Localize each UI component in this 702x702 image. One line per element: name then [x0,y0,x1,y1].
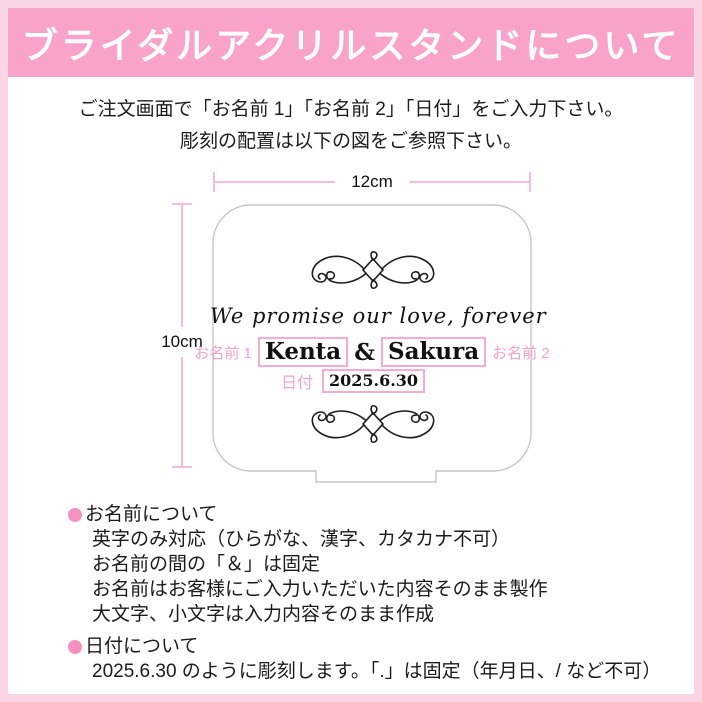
width-dimension-tick-right [529,172,531,192]
intro-line-1: ご注文画面で「お名前 1」「お名前 2」「日付」をご入力下さい。 [78,99,624,120]
note-names-line-3: お名前はお客様にご入力いただいた内容そのまま製作 [92,579,548,600]
width-dimension-tick-left [213,172,215,192]
note-names-line-4: 大文字、小文字は入力内容そのまま作成 [92,604,435,625]
note-date-title-row: 日付について [68,634,668,659]
width-dimension: 12cm [213,172,531,192]
height-dimension-label: 10cm [158,327,206,357]
bullet-icon [68,639,82,654]
name2-label: お名前 2 [492,344,550,362]
note-date-line-1: 2025.6.30 のように彫刻します。「.」は固定（年月日、/ など不可） [92,661,662,682]
date-label: 日付 [280,375,313,392]
height-dimension: 10cm [158,203,206,468]
flourish-ornament-bottom-icon [311,404,435,444]
page-title: ブライダルアクリルスタンドについて [21,24,681,66]
header-banner: ブライダルアクリルスタンドについて [8,8,694,77]
note-names-title-row: お名前について [68,502,668,527]
note-date: 日付について 2025.6.30 のように彫刻します。「.」は固定（年月日、/ … [68,634,668,684]
name1-label: お名前 1 [194,344,252,362]
name1-box: Kenta [257,337,349,367]
note-names-line-2: お名前の間の「＆」は固定 [92,554,321,575]
date-box: 2025.6.30 [321,369,426,393]
note-names: お名前について 英字のみ対応（ひらがな、漢字、カタカナ不可） お名前の間の「＆」… [68,502,668,627]
height-dimension-tick-bottom [172,466,192,468]
acrylic-stand-outline [212,204,532,483]
note-names-line-1: 英字のみ対応（ひらがな、漢字、カタカナ不可） [92,529,511,550]
ampersand: & [354,338,375,366]
engraving-tagline: We promise our love, forever [210,304,547,328]
name2-box: Sakura [380,337,487,367]
intro-line-2: 彫刻の配置は以下の図をご参照下さい。 [179,131,522,152]
note-date-title: 日付について [85,636,199,657]
names-row: お名前 1 Kenta & Sakura お名前 2 [194,337,550,367]
flourish-ornament-top-icon [311,250,435,290]
date-row: 日付 2025.6.30 [191,369,515,393]
height-dimension-tick-top [172,203,192,205]
bullet-icon [68,507,82,522]
width-dimension-label: 12cm [335,172,409,192]
page-content: ブライダルアクリルスタンドについて ご注文画面で「お名前 1」「お名前 2」「日… [8,8,694,694]
intro-text: ご注文画面で「お名前 1」「お名前 2」「日付」をご入力下さい。 彫刻の配置は以… [8,94,694,158]
note-names-title: お名前について [85,504,218,525]
